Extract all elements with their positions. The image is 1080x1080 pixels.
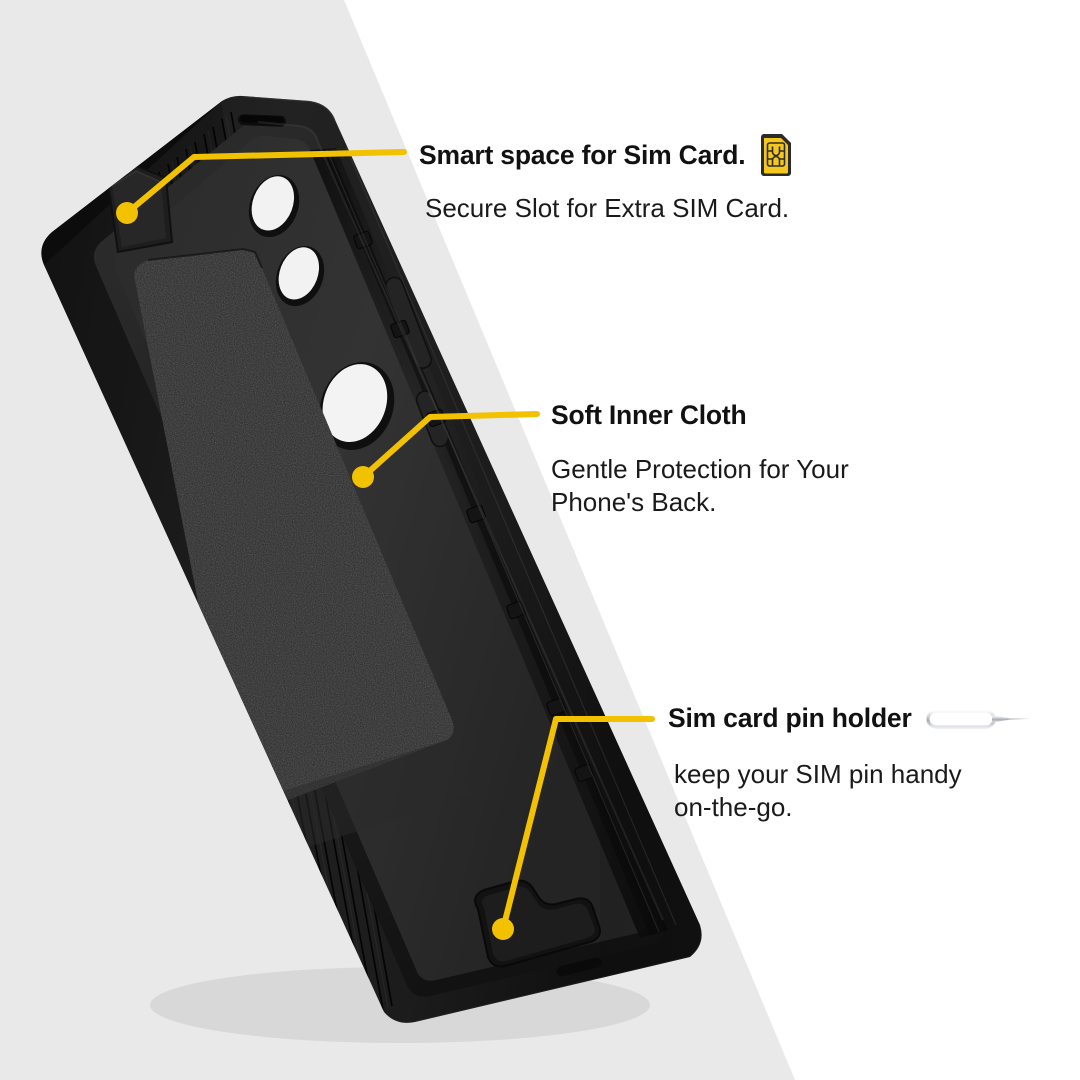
sim-eject-pin-icon (925, 706, 1034, 732)
callout-inner-cloth-subtext: Gentle Protection for Your Phone's Back. (551, 454, 849, 518)
leader-line-inner-cloth (360, 411, 540, 480)
sim-card-icon (759, 134, 793, 176)
callout-inner-cloth-heading-row: Soft Inner Cloth (551, 400, 849, 431)
callout-pin-holder-heading-row: Sim card pin holder (668, 703, 1034, 734)
callout-pin-holder-subtext: keep your SIM pin handy on-the-go. (674, 759, 962, 823)
callout-sim-card-subtext: Secure Slot for Extra SIM Card. (425, 193, 790, 223)
callout-pin-holder: Sim card pin holder (668, 703, 1034, 825)
callout-sim-card-heading-row: Smart space for Sim Card. (419, 134, 793, 176)
callout-pin-holder-heading: Sim card pin holder (668, 703, 912, 733)
side-button-ridges (310, 146, 677, 938)
callout-sim-card-heading: Smart space for Sim Card. (419, 139, 746, 170)
callout-inner-cloth: Soft Inner Cloth Gentle Protection for Y… (551, 400, 849, 520)
bottom-port-notch (556, 957, 602, 977)
leader-line-sim-card (124, 149, 407, 216)
top-speaker-cutout (237, 114, 286, 127)
callout-inner-cloth-heading: Soft Inner Cloth (551, 400, 747, 430)
leader-dot-pin-holder (492, 918, 514, 940)
callout-sim-card: Smart space for Sim Card. Secure Slot fo… (419, 134, 793, 225)
leader-dot-inner-cloth (352, 466, 374, 488)
leader-line-pin-holder (500, 716, 655, 932)
camera-cutouts (248, 174, 395, 450)
leader-dot-sim-card (116, 202, 138, 224)
